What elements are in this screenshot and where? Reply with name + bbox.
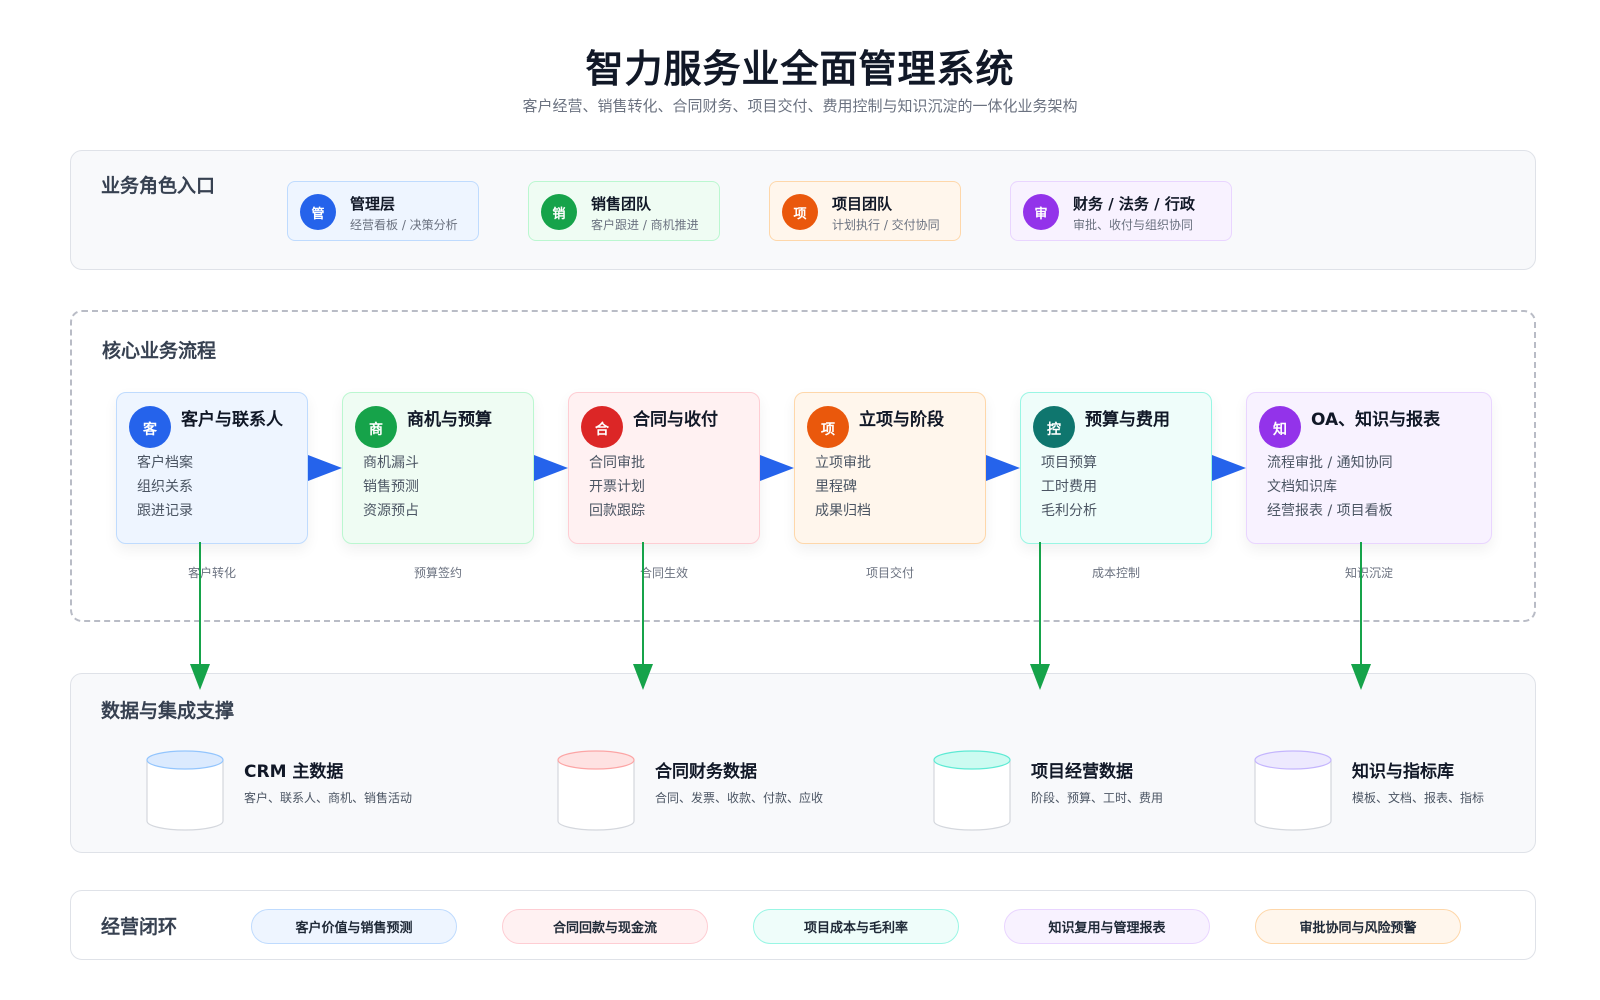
role-desc: 经营看板 / 决策分析 xyxy=(350,218,458,232)
data-store-name: 合同财务数据 xyxy=(655,762,757,782)
connector-line xyxy=(199,542,201,668)
role-desc: 计划执行 / 交付协同 xyxy=(832,218,940,232)
roles-label: 业务角色入口 xyxy=(101,175,216,197)
step-badge-icon: 客 xyxy=(129,406,171,448)
step-badge-icon: 合 xyxy=(581,406,623,448)
role-desc: 客户跟进 / 商机推进 xyxy=(591,218,699,232)
loop-chip[interactable]: 合同回款与现金流 xyxy=(502,909,708,944)
role-badge-icon: 管 xyxy=(300,194,336,230)
role-name: 项目团队 xyxy=(832,195,893,213)
loop-chip[interactable]: 审批协同与风险预警 xyxy=(1255,909,1461,944)
arrow-down-icon xyxy=(1351,664,1371,690)
database-icon xyxy=(146,750,224,831)
step-name: 立项与阶段 xyxy=(859,410,944,430)
arrow-down-icon xyxy=(1030,664,1050,690)
role-badge-icon: 项 xyxy=(782,194,818,230)
loop-chip[interactable]: 客户价值与销售预测 xyxy=(251,909,457,944)
step-item: 项目预算 xyxy=(1041,455,1097,471)
step-caption: 项目交付 xyxy=(865,566,914,580)
flow-arrow-icon xyxy=(1212,455,1246,481)
step-item: 客户档案 xyxy=(137,455,193,471)
flow-arrow-icon xyxy=(534,455,568,481)
role-sales[interactable]: 销 销售团队 客户跟进 / 商机推进 xyxy=(528,181,720,241)
step-badge-icon: 控 xyxy=(1033,406,1075,448)
business-loop-panel: 经营闭环 客户价值与销售预测 合同回款与现金流 项目成本与毛利率 知识复用与管理… xyxy=(70,890,1536,960)
flow-arrow-icon xyxy=(986,455,1020,481)
step-item: 成果归档 xyxy=(815,503,871,519)
step-project[interactable]: 项 立项与阶段 立项审批里程碑成果归档 xyxy=(794,392,986,544)
data-support-label: 数据与集成支撑 xyxy=(101,700,235,722)
process-label: 核心业务流程 xyxy=(102,340,217,362)
page-title: 智力服务业全面管理系统 xyxy=(585,47,1015,91)
business-loop-label: 经营闭环 xyxy=(101,916,178,938)
step-badge-icon: 知 xyxy=(1259,406,1301,448)
step-name: 客户与联系人 xyxy=(181,410,283,430)
role-name: 销售团队 xyxy=(591,195,652,213)
step-name: 商机与预算 xyxy=(407,410,492,430)
page-subtitle: 客户经营、销售转化、合同财务、项目交付、费用控制与知识沉淀的一体化业务架构 xyxy=(522,97,1078,115)
step-item: 里程碑 xyxy=(815,479,857,495)
step-item: 跟进记录 xyxy=(137,503,193,519)
step-oa-knowledge[interactable]: 知 OA、知识与报表 流程审批 / 通知协同文档知识库经营报表 / 项目看板 xyxy=(1246,392,1492,544)
role-project[interactable]: 项 项目团队 计划执行 / 交付协同 xyxy=(769,181,961,241)
data-store-desc: 合同、发票、收款、付款、应收 xyxy=(655,791,824,805)
connector-line xyxy=(642,542,644,668)
flow-arrow-icon xyxy=(308,455,342,481)
step-item: 资源预占 xyxy=(363,503,419,519)
data-store-desc: 阶段、预算、工时、费用 xyxy=(1031,791,1164,805)
connector-line xyxy=(1039,542,1041,668)
step-item: 立项审批 xyxy=(815,455,871,471)
step-caption: 客户转化 xyxy=(187,566,236,580)
roles-panel: 业务角色入口 管 管理层 经营看板 / 决策分析 销 销售团队 客户跟进 / 商… xyxy=(70,150,1536,270)
arrow-down-icon xyxy=(190,664,210,690)
process-panel: 核心业务流程 客 客户与联系人 客户档案组织关系跟进记录 商 商机与预算 商机漏… xyxy=(70,310,1536,622)
data-store-name: 项目经营数据 xyxy=(1031,762,1133,782)
loop-chip[interactable]: 知识复用与管理报表 xyxy=(1004,909,1210,944)
step-item: 文档知识库 xyxy=(1267,479,1337,495)
step-caption: 成本控制 xyxy=(1091,566,1140,580)
step-item: 工时费用 xyxy=(1041,479,1097,495)
step-name: OA、知识与报表 xyxy=(1311,410,1441,430)
database-icon xyxy=(1254,750,1332,831)
connector-line xyxy=(1360,542,1362,668)
loop-chip[interactable]: 项目成本与毛利率 xyxy=(753,909,959,944)
role-management[interactable]: 管 管理层 经营看板 / 决策分析 xyxy=(287,181,479,241)
step-caption: 合同生效 xyxy=(639,566,688,580)
step-item: 组织关系 xyxy=(137,479,193,495)
role-desc: 审批、收付与组织协同 xyxy=(1073,218,1194,232)
role-finance-legal-admin[interactable]: 审 财务 / 法务 / 行政 审批、收付与组织协同 xyxy=(1010,181,1232,241)
flow-arrow-icon xyxy=(760,455,794,481)
database-icon xyxy=(933,750,1011,831)
data-store-desc: 模板、文档、报表、指标 xyxy=(1352,791,1485,805)
role-badge-icon: 销 xyxy=(541,194,577,230)
step-item: 开票计划 xyxy=(589,479,645,495)
step-item: 回款跟踪 xyxy=(589,503,645,519)
database-icon xyxy=(557,750,635,831)
arrow-down-icon xyxy=(633,664,653,690)
data-support-panel: 数据与集成支撑 CRM 主数据 客户、联系人、商机、销售活动 合同财务数据 合同… xyxy=(70,673,1536,853)
step-item: 销售预测 xyxy=(363,479,419,495)
role-name: 管理层 xyxy=(350,195,396,213)
step-item: 合同审批 xyxy=(589,455,645,471)
step-item: 商机漏斗 xyxy=(363,455,419,471)
step-item: 经营报表 / 项目看板 xyxy=(1267,503,1393,519)
step-customer[interactable]: 客 客户与联系人 客户档案组织关系跟进记录 xyxy=(116,392,308,544)
step-badge-icon: 项 xyxy=(807,406,849,448)
step-name: 预算与费用 xyxy=(1085,410,1170,430)
step-item: 毛利分析 xyxy=(1041,503,1097,519)
role-badge-icon: 审 xyxy=(1023,194,1059,230)
role-name: 财务 / 法务 / 行政 xyxy=(1073,195,1195,213)
step-badge-icon: 商 xyxy=(355,406,397,448)
step-caption: 预算签约 xyxy=(413,566,462,580)
step-item: 流程审批 / 通知协同 xyxy=(1267,455,1393,471)
step-contract[interactable]: 合 合同与收付 合同审批开票计划回款跟踪 xyxy=(568,392,760,544)
step-caption: 知识沉淀 xyxy=(1344,566,1393,580)
step-budget[interactable]: 控 预算与费用 项目预算工时费用毛利分析 xyxy=(1020,392,1212,544)
data-store-desc: 客户、联系人、商机、销售活动 xyxy=(244,791,413,805)
data-store-name: CRM 主数据 xyxy=(244,762,344,782)
data-store-name: 知识与指标库 xyxy=(1352,762,1454,782)
step-name: 合同与收付 xyxy=(633,410,718,430)
step-opportunity[interactable]: 商 商机与预算 商机漏斗销售预测资源预占 xyxy=(342,392,534,544)
